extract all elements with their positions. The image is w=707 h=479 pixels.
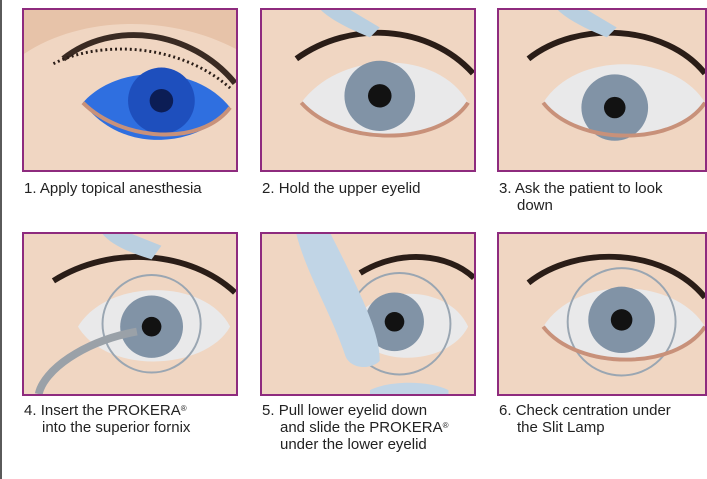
- step-4-number: 4.: [24, 402, 37, 419]
- step-5-registered-mark: ®: [443, 421, 449, 430]
- step-6-caption: 6. Check centration under the Slit Lamp: [499, 402, 671, 436]
- step-4-illustration: [22, 232, 238, 396]
- step-5-text-line-2: and slide the PROKERA: [262, 419, 443, 436]
- step-5-number: 5.: [262, 402, 275, 419]
- step-1-number: 1.: [24, 180, 37, 197]
- step-1-caption: 1. Apply topical anesthesia: [24, 180, 202, 197]
- step-5-illustration: [260, 232, 476, 396]
- step-4-registered-mark: ®: [181, 404, 187, 413]
- step-5-text-line-1: Pull lower eyelid down: [279, 402, 427, 419]
- step-2-text: Hold the upper eyelid: [279, 180, 421, 197]
- step-5-caption: 5. Pull lower eyelid down and slide the …: [262, 402, 449, 453]
- step-4-caption: 4. Insert the PROKERA® into the superior…: [24, 402, 190, 436]
- step-2-caption: 2. Hold the upper eyelid: [262, 180, 420, 197]
- step-6-illustration: [497, 232, 707, 396]
- step-4-text-line-2: into the superior fornix: [24, 419, 190, 436]
- step-3-caption: 3. Ask the patient to look down: [499, 180, 662, 214]
- step-3-illustration: [497, 8, 707, 172]
- step-6-text-line-2: the Slit Lamp: [499, 419, 605, 436]
- step-3-text-line-1: Ask the patient to look: [515, 180, 663, 197]
- step-6-number: 6.: [499, 402, 512, 419]
- step-2-illustration: [260, 8, 476, 172]
- step-6-text-line-1: Check centration under: [516, 402, 671, 419]
- step-1-illustration: [22, 8, 238, 172]
- step-3-number: 3.: [499, 180, 512, 197]
- step-4-text-line-1: Insert the PROKERA: [41, 402, 181, 419]
- step-1-text: Apply topical anesthesia: [40, 180, 202, 197]
- left-border-line: [0, 0, 2, 479]
- step-3-text-line-2: down: [499, 197, 553, 214]
- step-2-number: 2.: [262, 180, 275, 197]
- step-5-text-line-3: under the lower eyelid: [262, 436, 427, 453]
